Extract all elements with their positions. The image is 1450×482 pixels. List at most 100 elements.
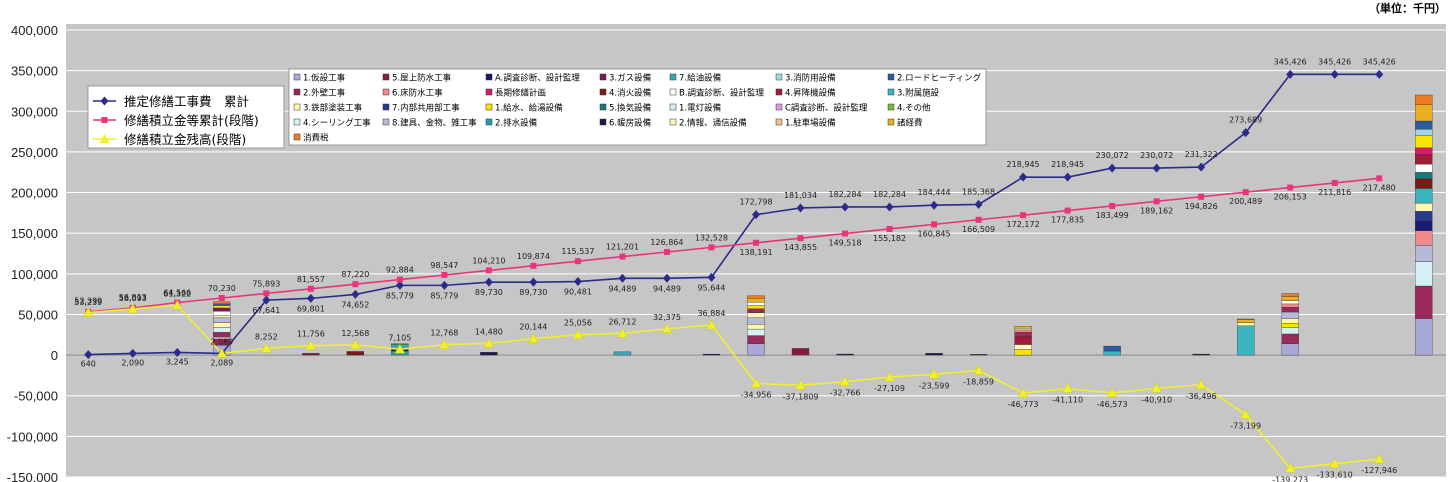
data-label: 3,245 <box>166 357 189 366</box>
diamond-marker <box>752 210 760 220</box>
series-line <box>88 177 1380 313</box>
y-tick-label: 200,000 <box>11 186 58 201</box>
bar-segment <box>1237 322 1255 327</box>
bar-segment <box>1281 293 1299 297</box>
square-marker <box>441 271 448 278</box>
category-swatch <box>293 88 301 96</box>
diamond-marker <box>974 199 983 209</box>
category-label: 4.昇降機設備 <box>785 88 836 99</box>
y-tick-label: -50,000 <box>14 389 58 404</box>
square-marker <box>975 216 982 223</box>
data-label: 95,644 <box>697 283 725 292</box>
square-marker <box>485 267 492 274</box>
data-label: 12,568 <box>341 329 369 338</box>
category-swatch <box>669 103 677 111</box>
bar-segment <box>1014 336 1032 345</box>
category-swatch <box>293 73 301 81</box>
triangle-marker <box>839 376 851 386</box>
bar-segment <box>747 343 765 356</box>
category-label: 2.情報、通信設備 <box>679 118 747 129</box>
data-label: 160,845 <box>918 229 951 238</box>
y-tick-label: -100,000 <box>7 429 58 444</box>
category-swatch <box>485 118 493 126</box>
category-label: A.調査診断、設計監理 <box>495 73 580 84</box>
bar-segment <box>1014 349 1032 356</box>
category-swatch <box>485 88 493 96</box>
data-label: 172,172 <box>1007 220 1040 229</box>
data-label: 81,557 <box>297 275 325 284</box>
category-label: 6.暖房設備 <box>609 118 652 129</box>
data-label: 89,730 <box>519 288 547 297</box>
diamond-marker <box>1108 163 1117 173</box>
bar-segment <box>1415 163 1433 173</box>
data-label: 87,220 <box>341 270 369 279</box>
data-label: 231,322 <box>1185 150 1218 159</box>
bar-segment <box>1281 327 1299 335</box>
data-label: 138,191 <box>739 248 772 257</box>
category-label: 2.ロードヒーティング <box>897 73 982 84</box>
bar-segment <box>1415 261 1433 287</box>
bar-segment <box>213 303 231 306</box>
bar-segment <box>969 354 988 356</box>
square-marker <box>842 230 849 237</box>
bar-segment <box>1281 303 1299 308</box>
bar-segment <box>747 335 765 344</box>
bar-segment <box>747 302 765 306</box>
bar-segment <box>747 312 765 318</box>
data-label: 211,816 <box>1318 188 1351 197</box>
data-label: -27,109 <box>874 384 905 393</box>
triangle-marker <box>82 307 94 317</box>
legend-label: 修繕積立金残高(段階) <box>124 132 246 147</box>
diamond-marker <box>1241 128 1250 138</box>
data-label: 8,252 <box>255 332 278 341</box>
bar-segment <box>747 328 765 336</box>
diamond-marker <box>395 280 404 290</box>
data-label: 218,945 <box>1051 160 1084 169</box>
category-swatch <box>669 118 677 126</box>
category-label: 3.附属施設 <box>897 88 940 99</box>
category-label: 1.仮設工事 <box>303 73 346 84</box>
triangle-marker <box>1240 409 1252 419</box>
category-swatch <box>669 73 677 81</box>
data-label: -46,773 <box>1008 400 1039 409</box>
category-label: 2.排水設備 <box>495 118 538 129</box>
triangle-marker <box>394 343 406 354</box>
data-label: 67,641 <box>252 306 280 315</box>
data-label: -73,199 <box>1230 422 1261 431</box>
bar-segment <box>1415 211 1433 222</box>
data-label: 64,566 <box>163 289 191 298</box>
category-swatch <box>599 73 607 81</box>
category-swatch <box>669 88 677 96</box>
category-label: 2.外壁工事 <box>303 88 346 99</box>
category-label: B.調査診断、設計監理 <box>679 88 765 99</box>
legend-marker <box>100 96 109 106</box>
bar-segment <box>1281 296 1299 301</box>
bar-segment <box>1415 128 1433 136</box>
data-label: -36,496 <box>1186 392 1217 401</box>
diamond-marker <box>707 272 716 282</box>
data-label: 104,210 <box>472 256 505 265</box>
triangle-marker <box>1284 462 1296 473</box>
diamond-marker <box>885 202 894 212</box>
data-label: 20,144 <box>519 323 547 332</box>
data-label: 149,518 <box>828 239 861 248</box>
triangle-marker <box>216 347 228 358</box>
bar-segment <box>1415 154 1433 165</box>
square-marker <box>1198 193 1205 200</box>
y-tick-label: 0 <box>51 348 58 363</box>
bar-segment <box>1014 332 1032 337</box>
data-label: 345,426 <box>1274 57 1307 66</box>
bar-segment <box>1415 172 1433 179</box>
bar-segment <box>1237 319 1255 323</box>
square-marker <box>1242 189 1249 196</box>
category-swatch <box>382 88 390 96</box>
data-label: 89,730 <box>475 288 503 297</box>
series-lines <box>88 73 1380 470</box>
diamond-marker <box>1330 69 1339 79</box>
legend-label: 推定修繕工事費 累計 <box>124 94 249 109</box>
triangle-marker <box>350 339 361 350</box>
diamond-marker <box>484 277 493 287</box>
diamond-marker <box>662 273 671 283</box>
bar-segment <box>791 348 810 356</box>
